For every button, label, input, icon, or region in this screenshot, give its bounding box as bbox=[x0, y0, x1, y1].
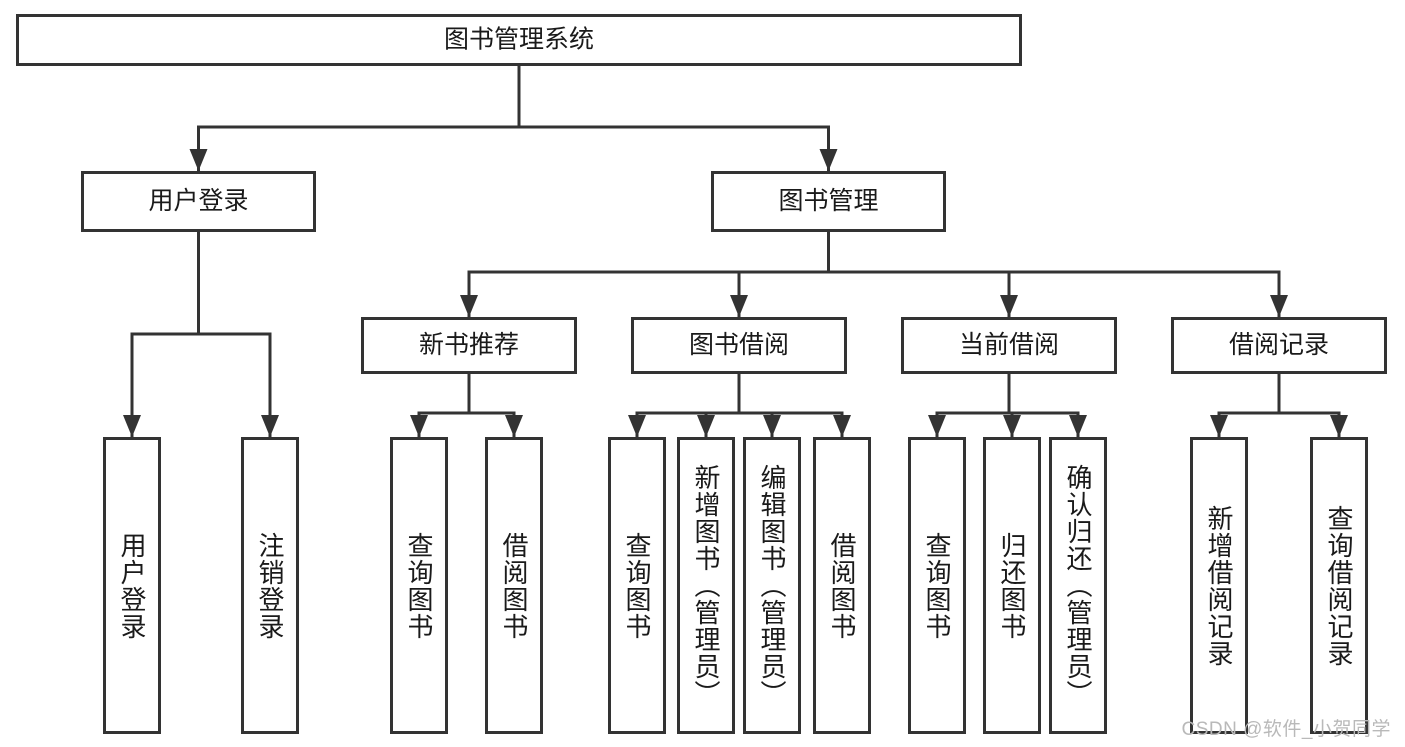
bookmgmt-to-level3-arrowhead-0 bbox=[460, 295, 478, 317]
connectors-layer bbox=[123, 64, 1348, 438]
level3-0-to-leaves-arrowhead-0 bbox=[410, 415, 428, 437]
level3-0-to-leaves-arrowhead-1 bbox=[505, 415, 523, 437]
level3-1-to-leaves-arrowhead-3 bbox=[833, 415, 851, 437]
userlogin-to-leaves-arrowhead-1 bbox=[261, 415, 279, 437]
level3-2-to-leaves-arrowhead-0 bbox=[928, 415, 946, 437]
level2-node-label-1: 图书管理 bbox=[778, 187, 878, 215]
leaf-node-box-10[interactable] bbox=[1049, 437, 1107, 734]
root-to-level2-arrowhead-1 bbox=[819, 149, 838, 171]
userlogin-to-leaves-arrowhead-0 bbox=[123, 415, 141, 437]
root-node-label: 图书管理系统 bbox=[444, 26, 594, 54]
leaf-node-box-2[interactable] bbox=[390, 437, 448, 734]
bookmgmt-to-level3-arrowhead-1 bbox=[730, 295, 748, 317]
leaf-node-box-5[interactable] bbox=[677, 437, 735, 734]
level3-node-box-2[interactable] bbox=[901, 317, 1117, 374]
bookmgmt-to-level3-arrowhead-3 bbox=[1270, 295, 1288, 317]
bookmgmt-to-level3-arrowhead-2 bbox=[1000, 295, 1018, 317]
leaf-node-box-11[interactable] bbox=[1190, 437, 1248, 734]
level3-node-box-1[interactable] bbox=[631, 317, 847, 374]
leaf-node-box-1[interactable] bbox=[241, 437, 299, 734]
leaf-node-box-0[interactable] bbox=[103, 437, 161, 734]
level3-3-to-leaves-arrowhead-1 bbox=[1330, 415, 1348, 437]
level2-node-box-1[interactable] bbox=[711, 171, 946, 232]
level3-1-to-leaves-arrowhead-1 bbox=[697, 415, 715, 437]
level2-node-box-0[interactable] bbox=[81, 171, 316, 232]
leaf-node-box-3[interactable] bbox=[485, 437, 543, 734]
level3-node-label-2: 当前借阅 bbox=[959, 331, 1059, 359]
leaf-node-box-7[interactable] bbox=[813, 437, 871, 734]
level3-1-to-leaves-arrowhead-0 bbox=[628, 415, 646, 437]
root-node-box[interactable] bbox=[16, 14, 1022, 66]
level3-3-to-leaves-arrowhead-0 bbox=[1210, 415, 1228, 437]
leaf-node-box-12[interactable] bbox=[1310, 437, 1368, 734]
level3-node-box-0[interactable] bbox=[361, 317, 577, 374]
level3-node-label-1: 图书借阅 bbox=[689, 331, 789, 359]
boxes-layer bbox=[16, 14, 1387, 734]
level3-node-box-3[interactable] bbox=[1171, 317, 1387, 374]
level2-node-label-0: 用户登录 bbox=[148, 187, 248, 215]
leaf-node-box-6[interactable] bbox=[743, 437, 801, 734]
level3-2-to-leaves-arrowhead-2 bbox=[1069, 415, 1087, 437]
csdn-watermark: CSDN @软件_小贺同学 bbox=[1181, 719, 1391, 740]
leaf-node-box-4[interactable] bbox=[608, 437, 666, 734]
level3-node-label-3: 借阅记录 bbox=[1229, 331, 1329, 359]
level3-1-to-leaves-arrowhead-2 bbox=[763, 415, 781, 437]
level3-node-label-0: 新书推荐 bbox=[419, 331, 519, 359]
root-to-level2-arrowhead-0 bbox=[189, 149, 208, 171]
leaf-node-box-9[interactable] bbox=[983, 437, 1041, 734]
level3-2-to-leaves-arrowhead-1 bbox=[1003, 415, 1021, 437]
leaf-node-box-8[interactable] bbox=[908, 437, 966, 734]
